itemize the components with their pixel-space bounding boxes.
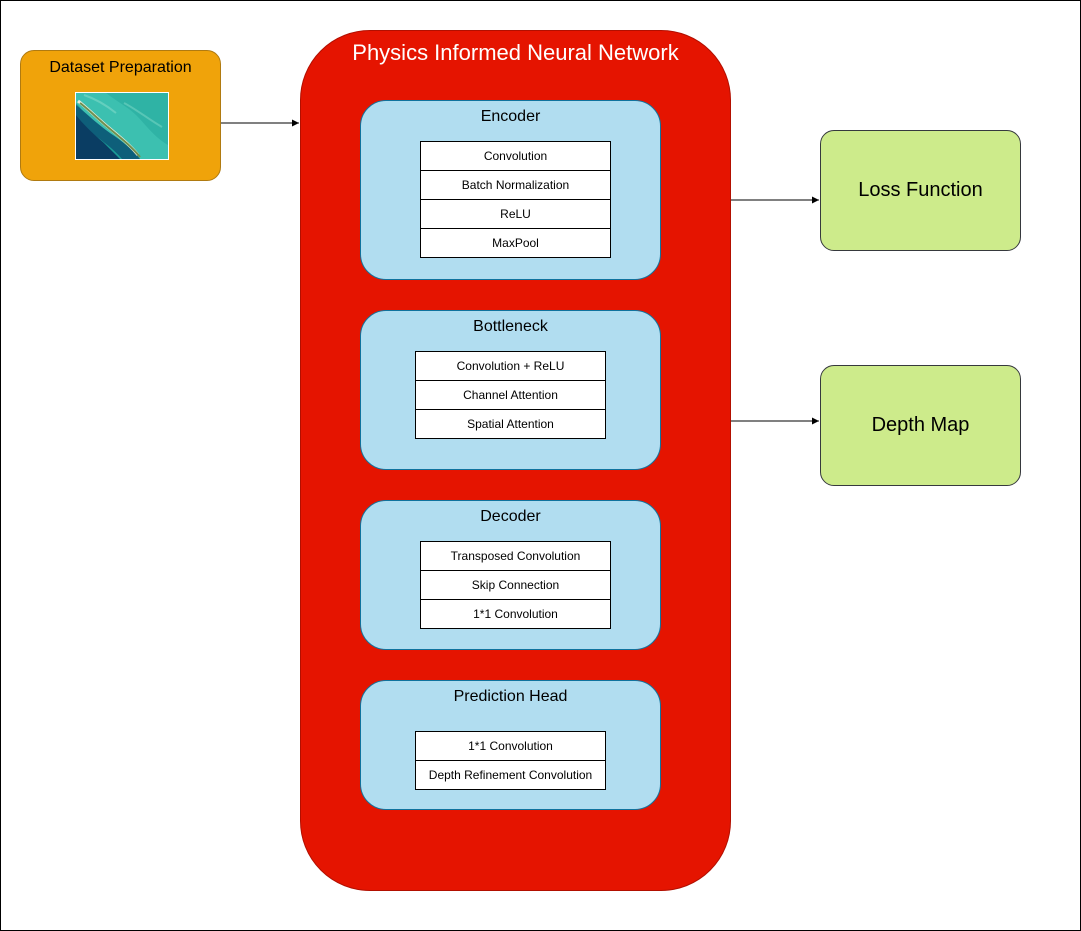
prediction-head-block: Prediction Head 1*1 Convolution Depth Re… — [360, 680, 661, 810]
decoder-label: Decoder — [480, 508, 541, 525]
layer-transposed-convolution: Transposed Convolution — [420, 541, 611, 571]
encoder-label: Encoder — [480, 108, 541, 125]
layer-convolution: Convolution — [420, 141, 611, 171]
layer-skip-connection: Skip Connection — [420, 570, 611, 600]
layer-channel-attention: Channel Attention — [415, 380, 606, 410]
depth-map-node: Depth Map — [820, 365, 1021, 486]
layer-depth-refinement-convolution: Depth Refinement Convolution — [415, 760, 606, 790]
decoder-layer-stack: Transposed Convolution Skip Connection 1… — [420, 541, 611, 629]
layer-maxpool: MaxPool — [420, 228, 611, 258]
satellite-coastline-image — [75, 92, 169, 160]
encoder-block: Encoder Convolution Batch Normalization … — [360, 100, 661, 280]
layer-convolution-relu: Convolution + ReLU — [415, 351, 606, 381]
encoder-layer-stack: Convolution Batch Normalization ReLU Max… — [420, 141, 611, 258]
bottleneck-layer-stack: Convolution + ReLU Channel Attention Spa… — [415, 351, 606, 439]
bottleneck-block: Bottleneck Convolution + ReLU Channel At… — [360, 310, 661, 470]
dataset-preparation-node: Dataset Preparation — [20, 50, 221, 181]
layer-batch-normalization: Batch Normalization — [420, 170, 611, 200]
layer-1x1-convolution: 1*1 Convolution — [420, 599, 611, 629]
pinn-title: Physics Informed Neural Network — [352, 40, 679, 65]
layer-spatial-attention: Spatial Attention — [415, 409, 606, 439]
prediction-head-layer-stack: 1*1 Convolution Depth Refinement Convolu… — [415, 731, 606, 790]
depth-map-label: Depth Map — [871, 414, 970, 436]
prediction-head-label: Prediction Head — [453, 688, 568, 705]
layer-1x1-convolution-head: 1*1 Convolution — [415, 731, 606, 761]
layer-relu: ReLU — [420, 199, 611, 229]
bottleneck-label: Bottleneck — [473, 318, 548, 335]
loss-function-node: Loss Function — [820, 130, 1021, 251]
loss-function-label: Loss Function — [858, 179, 983, 201]
dataset-preparation-label: Dataset Preparation — [49, 59, 192, 76]
decoder-block: Decoder Transposed Convolution Skip Conn… — [360, 500, 661, 650]
